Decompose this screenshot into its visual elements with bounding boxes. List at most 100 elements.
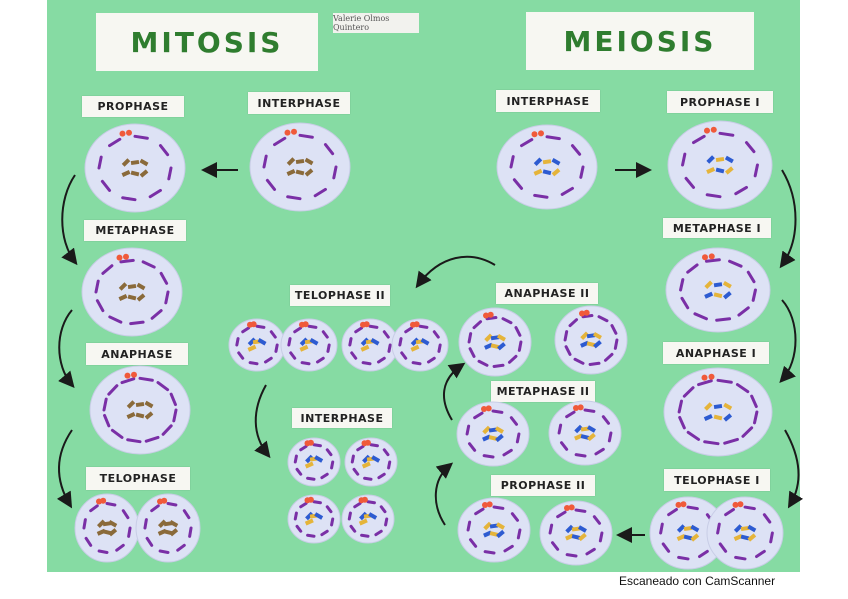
chromosome-fragment xyxy=(590,363,599,364)
chromosome-fragment xyxy=(104,399,106,410)
chromosome-fragment xyxy=(332,462,333,468)
chromosome-fragment xyxy=(559,425,561,433)
chromosome-fragment xyxy=(135,136,147,138)
centriole xyxy=(120,131,126,137)
chromosome-fragment xyxy=(494,365,503,366)
chromosome-fragment xyxy=(314,445,320,446)
chromosome-fragment xyxy=(547,137,559,139)
chromosome-fragment xyxy=(679,557,688,559)
centriole xyxy=(569,504,575,510)
chromosome-fragment xyxy=(484,456,493,457)
centriole xyxy=(709,253,715,259)
chromosome-fragment xyxy=(705,442,718,444)
arrow-anaphase-to-telophase xyxy=(59,430,72,505)
chromosome-fragment xyxy=(314,502,320,503)
chromosome-fragment xyxy=(300,135,312,137)
arrow-prophase-i-to-metaphase-i xyxy=(782,170,796,265)
centriole xyxy=(365,440,371,446)
chromosome-fragment xyxy=(720,133,733,135)
chromosome-fragment xyxy=(174,410,176,421)
centriole xyxy=(303,321,309,327)
chromosome-fragment xyxy=(576,455,585,456)
chromosome-fragment xyxy=(469,334,471,342)
chromosome-fragment xyxy=(517,434,519,442)
centriole xyxy=(251,321,257,327)
chromosome-fragment xyxy=(583,316,592,317)
chromosome-fragment xyxy=(661,524,663,533)
chromosome-fragment xyxy=(295,456,296,462)
chromosome-fragment xyxy=(535,195,547,197)
centriole xyxy=(131,372,137,378)
chromosome-fragment xyxy=(168,504,176,505)
chromosome-fragment xyxy=(308,478,314,479)
centriole xyxy=(709,374,715,380)
chromosome-fragment xyxy=(389,345,390,351)
arrow-anaphase-ii-to-telophase-ii xyxy=(418,257,495,285)
chromosome-fragment xyxy=(386,519,387,525)
centriole xyxy=(364,321,370,327)
chromosome-fragment xyxy=(140,378,152,380)
chromosome-fragment xyxy=(707,195,720,197)
chromosome-fragment xyxy=(511,157,513,167)
arrow-prophase-to-metaphase xyxy=(62,175,75,262)
chromosome-fragment xyxy=(576,510,585,511)
chromosome-fragment xyxy=(289,339,290,345)
chromosome-fragment xyxy=(352,456,353,462)
chromosome-fragment xyxy=(615,340,617,348)
chromosome-fragment xyxy=(717,319,730,320)
centriole xyxy=(538,130,544,136)
chromosome-fragment xyxy=(370,326,377,327)
chromosome-fragment xyxy=(706,260,719,261)
centriole xyxy=(711,127,717,133)
chromosome-fragment xyxy=(96,281,98,292)
centriole xyxy=(702,254,708,260)
chromosome-fragment xyxy=(362,535,368,536)
chromosome-fragment xyxy=(302,363,309,364)
chromosome-fragment xyxy=(519,342,521,350)
chromosome-fragment xyxy=(567,555,576,556)
arrow-anaphase-i-to-telophase-i xyxy=(785,430,798,505)
centriole xyxy=(291,129,297,135)
chromosome-fragment xyxy=(295,513,296,519)
chromosome-fragment xyxy=(350,339,351,345)
chromosome-fragment xyxy=(518,530,520,538)
chromosome-fragment xyxy=(467,426,469,434)
centriole xyxy=(308,497,314,503)
chromosome-fragment xyxy=(107,504,115,505)
centriole xyxy=(737,501,743,507)
chromosome-fragment xyxy=(276,345,277,351)
arrow-metaphase-ii-to-anaphase-ii xyxy=(444,365,462,420)
chromosome-fragment xyxy=(166,292,168,303)
chromosome-fragment xyxy=(413,363,420,364)
chromosome-fragment xyxy=(250,363,257,364)
chromosome-fragment xyxy=(349,513,350,519)
chromosome-fragment xyxy=(131,322,143,324)
centriole xyxy=(161,498,167,504)
chromosome-fragment xyxy=(121,260,133,262)
centriole xyxy=(584,310,590,316)
chromosome-fragment xyxy=(332,519,333,525)
arrow-metaphase-i-to-anaphase-i xyxy=(782,300,796,380)
chromosome-fragment xyxy=(493,411,502,412)
chromosome-fragment xyxy=(264,156,266,167)
chromosome-fragment xyxy=(420,326,427,327)
chromosome-fragment xyxy=(257,326,264,327)
centriole xyxy=(308,440,314,446)
chromosome-fragment xyxy=(363,363,370,364)
chromosome-fragment xyxy=(99,157,101,168)
centriole xyxy=(702,375,708,381)
chromosome-fragment xyxy=(771,533,773,542)
chromosome-fragment xyxy=(736,557,745,559)
chromosome-fragment xyxy=(400,339,401,345)
chromosome-fragment xyxy=(84,520,85,528)
centriole xyxy=(285,130,291,136)
chromosome-fragment xyxy=(128,440,140,442)
centriole xyxy=(532,131,538,137)
chromosome-fragment xyxy=(288,197,300,199)
chromosome-fragment xyxy=(160,551,168,552)
chromosome-fragment xyxy=(334,167,336,178)
chromosome-fragment xyxy=(145,520,146,528)
arrow-metaphase-to-anaphase xyxy=(59,310,72,385)
centriole xyxy=(578,404,584,410)
